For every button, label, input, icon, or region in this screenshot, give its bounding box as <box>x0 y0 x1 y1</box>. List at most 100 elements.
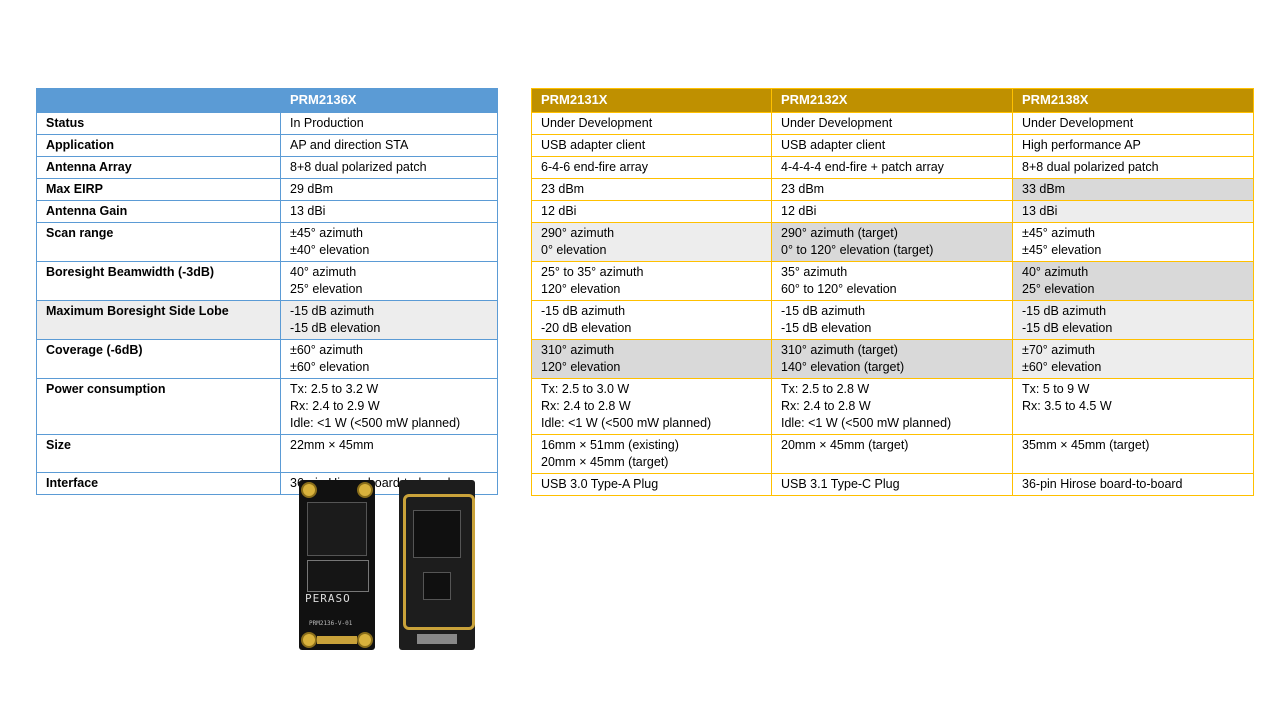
row-label: Scan range <box>36 222 281 262</box>
table-cell: ±45° azimuth ±45° elevation <box>1012 222 1254 262</box>
header-empty-cell <box>36 88 281 113</box>
mounting-pad <box>357 632 373 648</box>
table-header-row: PRM2136X <box>36 88 498 113</box>
row-label: Maximum Boresight Side Lobe <box>36 300 281 340</box>
row-label: Max EIRP <box>36 178 281 201</box>
row-value: ±45° azimuth±40° elevation <box>280 222 498 262</box>
table-cell: 310° azimuth (target) 140° elevation (tar… <box>771 339 1013 379</box>
cell-line: -20 dB elevation <box>541 321 632 335</box>
board-connector <box>417 634 457 644</box>
cell-line: Rx: 2.4 to 2.8 W <box>781 399 871 413</box>
module-front-image: PERASO PRM2136-V-01 <box>299 480 375 650</box>
cell-line: -15 dB azimuth <box>1022 304 1107 318</box>
cell-line: Tx: 2.5 to 2.8 W <box>781 382 870 396</box>
mounting-pad <box>301 482 317 498</box>
value-line: Tx: 2.5 to 3.2 W <box>290 382 379 396</box>
secondary-chip <box>423 572 451 600</box>
cell-line: -15 dB azimuth <box>781 304 866 318</box>
cell-line: 20mm × 45mm (target) <box>541 455 669 469</box>
cell-line: Idle: <1 W (<500 mW planned) <box>781 416 952 430</box>
table-cell: 13 dBi <box>1012 200 1254 223</box>
row-label: Interface <box>36 472 281 495</box>
table-cell: 23 dBm <box>771 178 1013 201</box>
table-row: -15 dB azimuth-20 dB elevation -15 dB az… <box>531 300 1254 340</box>
table-row: 12 dBi 12 dBi 13 dBi <box>531 200 1254 223</box>
table-cell: -15 dB azimuth-20 dB elevation <box>531 300 772 340</box>
cell-line: 310° azimuth (target) <box>781 343 898 357</box>
cell-line: ±60° elevation <box>1022 360 1102 374</box>
table-cell: Under Development <box>1012 112 1254 135</box>
table-row: Scan range ±45° azimuth±40° elevation <box>36 222 498 262</box>
cell-line: ±45° azimuth <box>1022 226 1096 240</box>
value-line: ±60° elevation <box>290 360 370 374</box>
table-cell: High performance AP <box>1012 134 1254 157</box>
cell-line: Rx: 2.4 to 2.8 W <box>541 399 631 413</box>
table-cell: USB adapter client <box>531 134 772 157</box>
value-line: -15 dB elevation <box>290 321 381 335</box>
rfic-chip <box>413 510 461 558</box>
brand-label: PERASO <box>305 592 351 605</box>
table-cell: 8+8 dual polarized patch <box>1012 156 1254 179</box>
table-header-row: PRM2131X PRM2132X PRM2138X <box>531 88 1254 113</box>
cell-line: 60° to 120° elevation <box>781 282 897 296</box>
row-value: AP and direction STA <box>280 134 498 157</box>
cell-line: 16mm × 51mm (existing) <box>541 438 679 452</box>
prm213x-comparison-table: PRM2131X PRM2132X PRM2138X Under Develop… <box>531 88 1254 496</box>
cell-line: 35mm × 45mm (target) <box>1022 438 1150 452</box>
row-value: 13 dBi <box>280 200 498 223</box>
row-value: -15 dB azimuth -15 dB elevation <box>280 300 498 340</box>
cell-line: 290° azimuth (target) <box>781 226 898 240</box>
cell-line: 40° azimuth <box>1022 265 1089 279</box>
connector <box>317 636 357 644</box>
table-cell: 12 dBi <box>771 200 1013 223</box>
table-cell: 290° azimuth (target) 0° to 120° elevatio… <box>771 222 1013 262</box>
table-cell: USB adapter client <box>771 134 1013 157</box>
cell-line: ±45° elevation <box>1022 243 1102 257</box>
table-cell: 23 dBm <box>531 178 772 201</box>
table-row: Application AP and direction STA <box>36 134 498 157</box>
cell-line: 120° elevation <box>541 282 621 296</box>
row-value: In Production <box>280 112 498 135</box>
cell-line: 120° elevation <box>541 360 621 374</box>
row-label: Status <box>36 112 281 135</box>
header-prm2131x: PRM2131X <box>531 88 772 113</box>
row-label: Antenna Gain <box>36 200 281 223</box>
cell-line: 0° to 120° elevation (target) <box>781 243 934 257</box>
table-cell: Under Development <box>771 112 1013 135</box>
header-prm2132x: PRM2132X <box>771 88 1013 113</box>
cell-line: Tx: 5 to 9 W <box>1022 382 1090 396</box>
row-value: 8+8 dual polarized patch <box>280 156 498 179</box>
cell-line: 35° azimuth <box>781 265 848 279</box>
row-label: Antenna Array <box>36 156 281 179</box>
row-value: 29 dBm <box>280 178 498 201</box>
table-cell: 12 dBi <box>531 200 772 223</box>
table-row: 16mm × 51mm (existing) 20mm × 45mm (targe… <box>531 434 1254 474</box>
row-value: 22mm × 45mm <box>280 434 498 473</box>
value-line: ±60° azimuth <box>290 343 364 357</box>
row-label: Coverage (-6dB) <box>36 339 281 379</box>
shield-can <box>307 560 369 592</box>
table-cell: 35° azimuth 60° to 120° elevation <box>771 261 1013 301</box>
table-row: Maximum Boresight Side Lobe -15 dB azimu… <box>36 300 498 340</box>
table-cell: -15 dB azimuth -15 dB elevation <box>771 300 1013 340</box>
cell-line: 140° elevation (target) <box>781 360 905 374</box>
table-cell: Under Development <box>531 112 772 135</box>
value-line: -15 dB azimuth <box>290 304 375 318</box>
row-value: ±60° azimuth ±60° elevation <box>280 339 498 379</box>
cell-line: -15 dB elevation <box>781 321 872 335</box>
table-row: Antenna Gain 13 dBi <box>36 200 498 223</box>
table-row: Size 22mm × 45mm <box>36 434 498 473</box>
value-line: 40° azimuth <box>290 265 357 279</box>
table-cell: 36-pin Hirose board-to-board <box>1012 473 1254 496</box>
value-line: 25° elevation <box>290 282 363 296</box>
